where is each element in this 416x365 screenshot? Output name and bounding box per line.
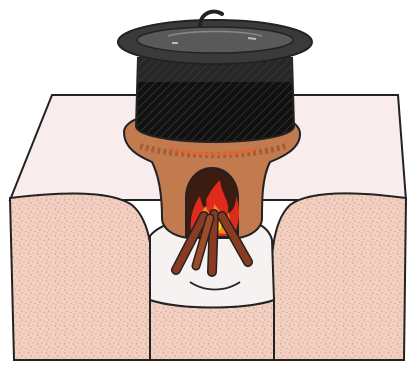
pit-front [150,300,274,360]
block-right-face [271,194,406,360]
pot-icon [118,12,312,142]
block-left-face [10,194,153,360]
